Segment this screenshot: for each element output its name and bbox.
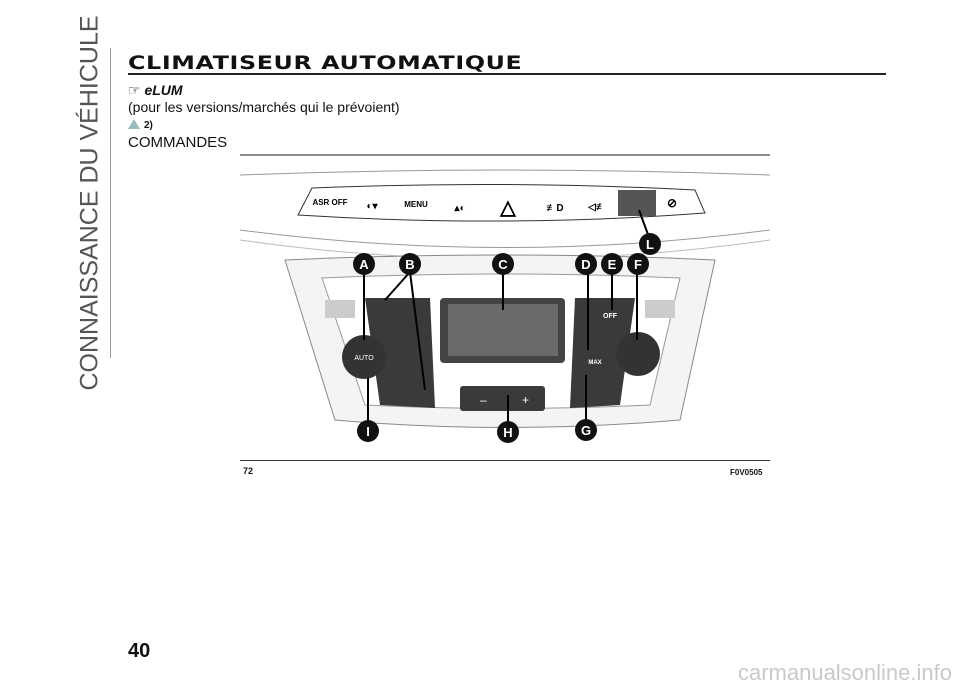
svg-text:I: I <box>366 424 370 439</box>
callout-h: H <box>497 421 519 443</box>
callout-c: C <box>492 253 514 275</box>
svg-text:≢D: ≢D <box>546 203 563 214</box>
callout-e: E <box>601 253 623 275</box>
watermark: carmanualsonline.info <box>737 660 952 685</box>
figure-rule <box>240 460 770 461</box>
callout-a: A <box>353 253 375 275</box>
temperature-knob <box>616 332 660 376</box>
callout-i: I <box>357 420 379 442</box>
section-heading: COMMANDES <box>128 134 228 151</box>
svg-text:⊘: ⊘ <box>667 196 677 210</box>
svg-text:B: B <box>405 257 414 272</box>
svg-text:MAX: MAX <box>588 360 601 366</box>
svg-text:–: – <box>480 393 487 407</box>
callout-l: L <box>639 233 661 255</box>
svg-text:OFF: OFF <box>603 313 618 320</box>
callout-g: G <box>575 419 597 441</box>
svg-text:E: E <box>608 257 617 272</box>
title-rule <box>128 73 886 75</box>
svg-text:D: D <box>581 257 590 272</box>
page-title: CLIMATISEUR AUTOMATIQUE <box>128 52 523 74</box>
svg-text:▴◐: ▴◐ <box>453 203 465 214</box>
svg-text:C: C <box>498 257 508 272</box>
section-sidebar: CONNAISSANCE DU VÉHICULE <box>72 15 108 390</box>
svg-text:H: H <box>503 425 512 440</box>
rear-defrost-button <box>618 190 656 216</box>
figure-number: 72 <box>243 466 254 476</box>
climate-controls-figure: ASR OFF MENU ◐▾ ▴◐ △ ≢D ◁≢ ⊘ AUTO OFF MA… <box>240 154 770 443</box>
page-number: 40 <box>128 640 151 662</box>
warning-icon <box>128 119 140 129</box>
top-button-strip <box>297 183 706 222</box>
svg-text:AUTO: AUTO <box>354 355 374 362</box>
svg-text:◐▾: ◐▾ <box>366 201 378 212</box>
section-title: CONNAISSANCE DU VÉHICULE <box>75 15 104 391</box>
sidebar-divider <box>110 48 111 358</box>
figure-code: F0V0505 <box>730 468 763 477</box>
menu-button: MENU <box>404 200 428 209</box>
svg-text:G: G <box>581 423 591 438</box>
elum-symbol: ☞ eLUM <box>128 82 183 98</box>
hazard-icon: △ <box>499 197 516 219</box>
callout-f: F <box>627 253 649 275</box>
warning-reference: 2) <box>128 119 153 131</box>
asr-off-button: ASR OFF <box>312 198 347 207</box>
svg-text:F: F <box>634 257 642 272</box>
svg-text:A: A <box>359 257 369 272</box>
svg-text:L: L <box>646 237 654 252</box>
auto-knob <box>342 335 386 379</box>
svg-text:◁≢: ◁≢ <box>587 202 606 213</box>
callout-b: B <box>399 253 421 275</box>
callout-d: D <box>575 253 597 275</box>
availability-note: (pour les versions/marchés qui le prévoi… <box>128 99 400 115</box>
pointing-hand-icon: ☞ <box>128 82 141 98</box>
svg-text:+: + <box>522 393 529 407</box>
